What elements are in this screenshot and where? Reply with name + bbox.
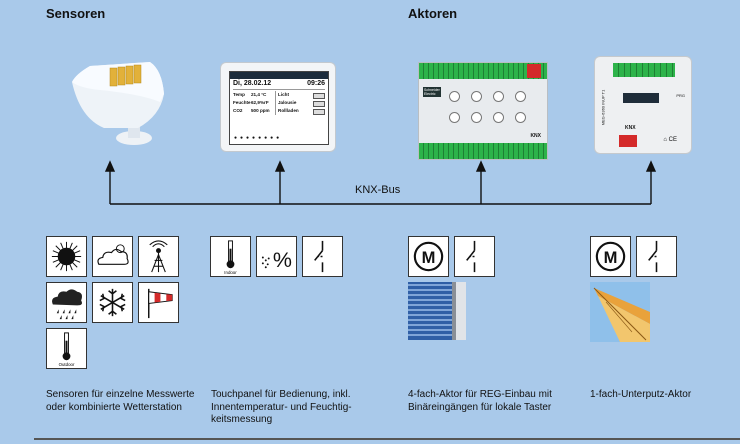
snowflake-icon (92, 282, 133, 323)
flush-actuator-marks: ⌂ CE (663, 137, 677, 143)
motor-icon: M (590, 236, 631, 277)
touchpanel-row-name: CO2 (233, 108, 243, 113)
touchpanel-date: Di, 28.02.12 (233, 80, 272, 87)
roller-blind-image (408, 282, 466, 340)
touchpanel-row-button[interactable] (313, 101, 325, 107)
flush-actuator-knx-logo: KNX (625, 125, 636, 131)
bus-label: KNX-Bus (355, 184, 401, 196)
sun-icon (46, 236, 87, 277)
caption-sensors: Sensoren für einzelne Messwerte oder kom… (46, 389, 195, 413)
flush-actuator-model: MEG-6360 INUP T1 (600, 89, 606, 126)
header-actuators: Aktoren (408, 6, 458, 21)
touchpanel-row-button[interactable] (313, 109, 325, 115)
touchpanel-row-name: Feuchte (233, 100, 251, 105)
caption-actor4: 4-fach-Aktor für REG-Einbau mit Binärein… (408, 389, 552, 413)
touchpanel-row: Temp 21,4 °C Licht (233, 91, 325, 99)
touchpanel-row-name: Temp (233, 92, 245, 97)
touchpanel-row-value: 62,9%rF (251, 100, 269, 105)
din-actuator-brand: Schneider Electric (423, 87, 441, 97)
motor-icon: M (408, 236, 449, 277)
caption-actor1: 1-fach-Unterputz-Aktor (590, 389, 692, 400)
cloud-sun-icon (92, 236, 133, 277)
flush-actuator-device: MEG-6360 INUP T1 PRG KNX ⌂ CE (594, 56, 692, 154)
touchpanel-row-control: Jalousie (275, 99, 313, 107)
flush-actuator-prg: PRG (676, 93, 685, 98)
humidity-percent-icon: % (256, 236, 297, 277)
windsock-icon (138, 282, 179, 323)
touchpanel-row-value: 500 ppm (251, 108, 270, 113)
header-sensors: Sensoren (46, 6, 106, 21)
touchpanel-row-button[interactable] (313, 93, 325, 99)
switch-icon (636, 236, 677, 277)
touchpanel-row-control: Licht (275, 91, 313, 99)
outdoor-thermometer-icon: Outdoor (46, 328, 87, 369)
motor-label: M (604, 248, 618, 267)
touchpanel-row-control: Rollladen (275, 107, 313, 115)
din-actuator-device: Schneider Electric KNX (418, 62, 548, 160)
antenna-icon (138, 236, 179, 277)
weather-sensor-device (72, 62, 164, 145)
din-actuator-knx-logo: KNX (530, 133, 541, 139)
switch-icon (454, 236, 495, 277)
indoor-thermometer-icon: Indoor (210, 236, 251, 277)
awning-image (590, 282, 650, 342)
outdoor-label: Outdoor (59, 362, 75, 367)
touchpanel-time: 09:26 (307, 80, 325, 87)
caption-touchpanel: Touchpanel für Bedienung, inkl. Innentem… (211, 389, 352, 425)
touchpanel-nav-icons: ●●●●●●●● (234, 135, 283, 141)
rain-cloud-icon (46, 282, 87, 323)
din-actuator-buttons (449, 91, 529, 123)
switch-icon (302, 236, 343, 277)
touchpanel-row: CO2 500 ppm Rollladen (233, 107, 325, 115)
indoor-label: Indoor (224, 270, 237, 275)
bottom-divider (34, 438, 740, 440)
percent-label: % (273, 248, 292, 272)
motor-label: M (422, 248, 436, 267)
touchpanel-row-value: 21,4 °C (251, 92, 267, 97)
